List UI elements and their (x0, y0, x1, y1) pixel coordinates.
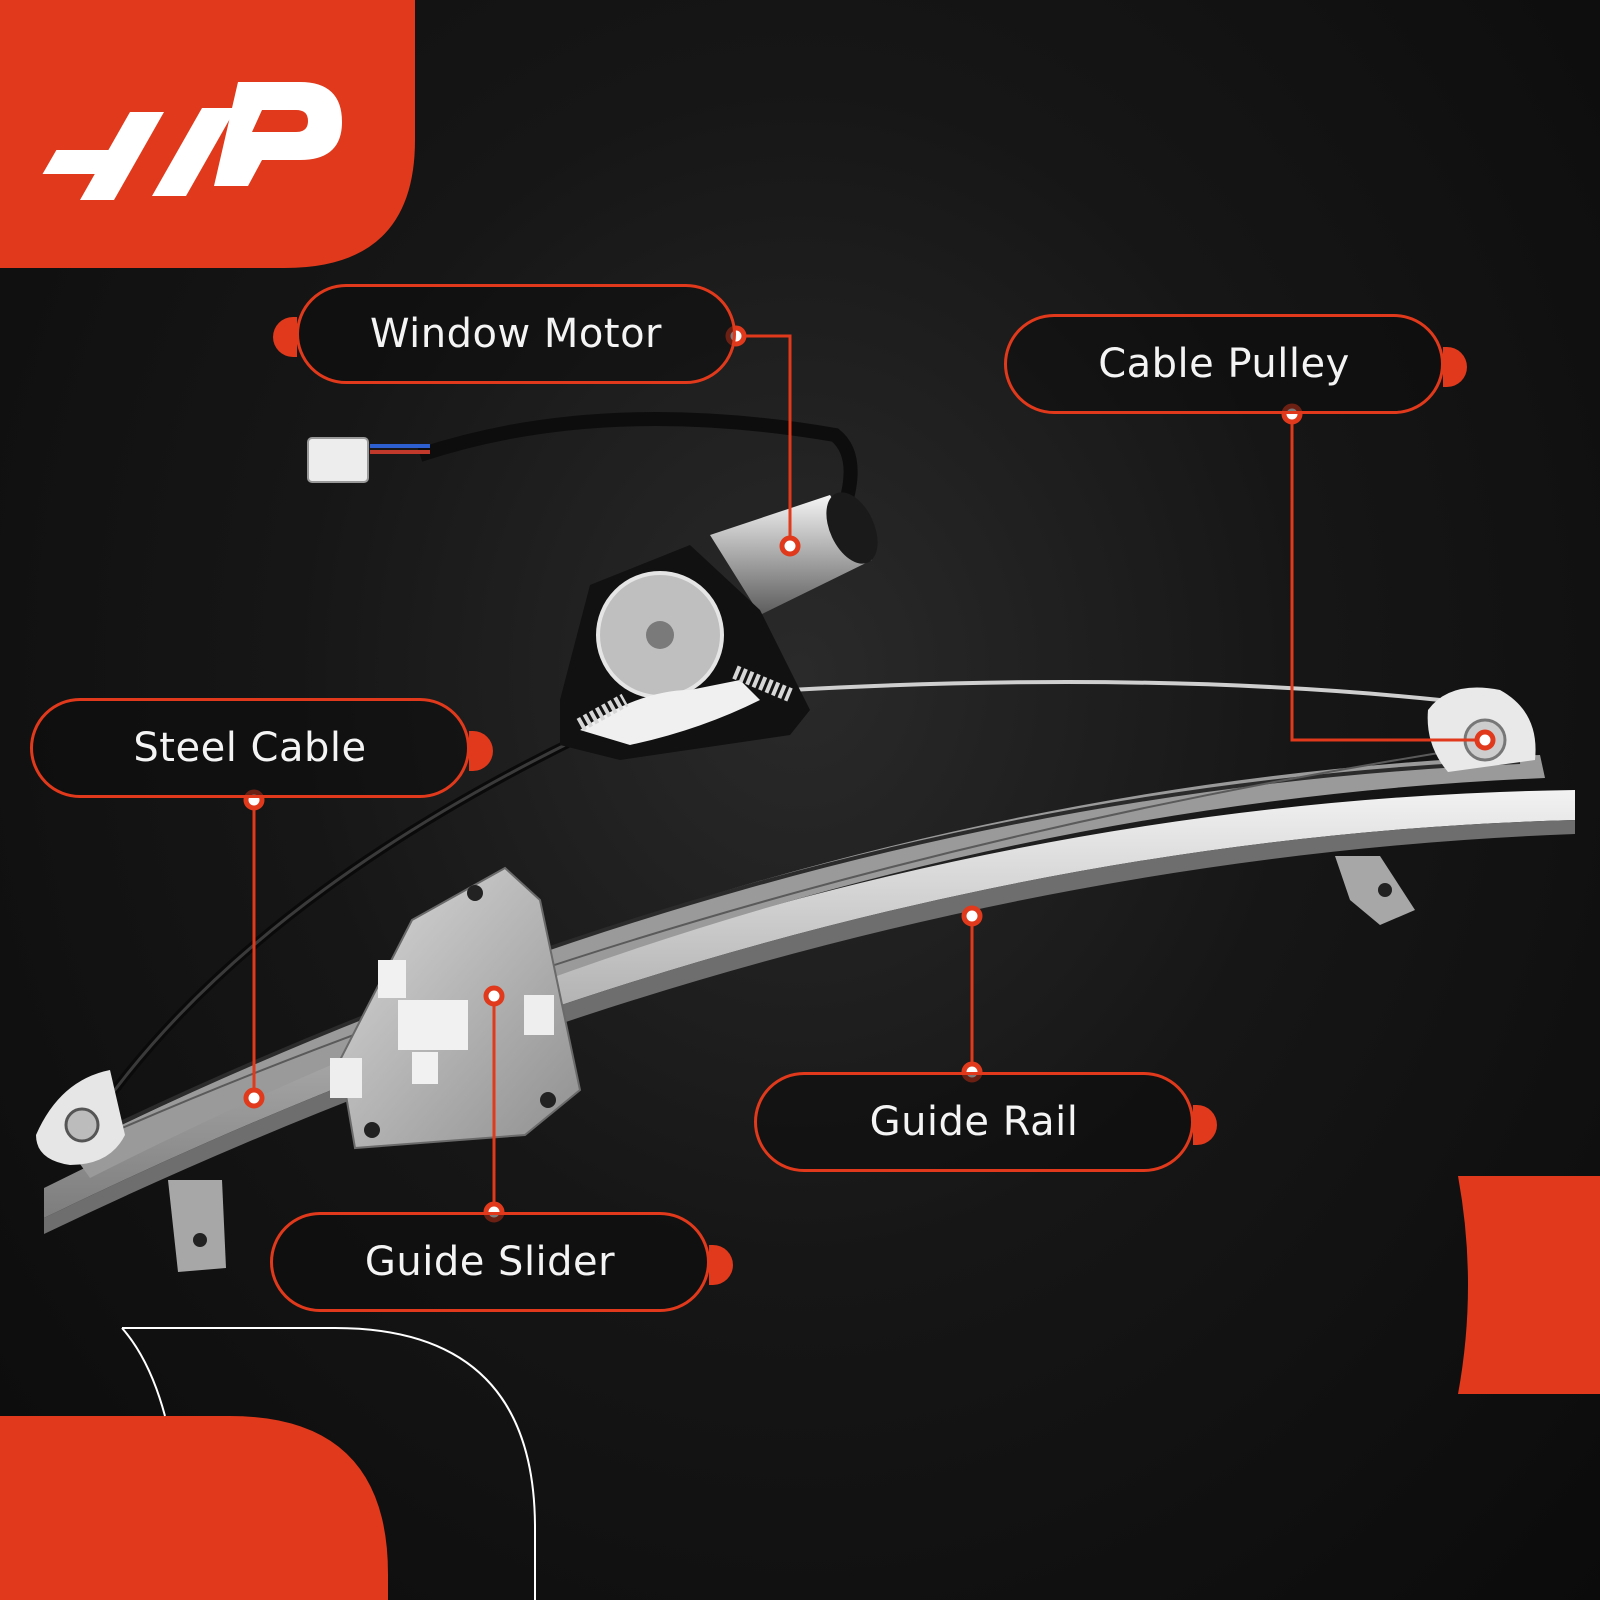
callout-window-motor: Window Motor (273, 284, 736, 384)
brand-logo-icon (42, 82, 342, 200)
steel-cable-part (71, 680, 1471, 1151)
guide-slider-part (330, 866, 582, 1150)
callout-guide-slider: Guide Slider (270, 1212, 733, 1312)
cable-pulley-part (1427, 687, 1536, 772)
label-cable-pulley: Cable Pulley (1098, 341, 1350, 387)
leader-lines (252, 334, 1485, 1212)
callout-steel-cable: Steel Cable (30, 698, 493, 798)
label-guide-rail: Guide Rail (869, 1099, 1079, 1145)
label-window-motor: Window Motor (369, 311, 662, 357)
callout-guide-rail: Guide Rail (754, 1072, 1217, 1172)
bottom-pulley-part (36, 1070, 125, 1165)
label-guide-slider: Guide Slider (364, 1239, 616, 1285)
label-steel-cable: Steel Cable (133, 725, 367, 771)
guide-rail-part (44, 755, 1575, 1272)
callout-cable-pulley: Cable Pulley (1004, 314, 1467, 414)
